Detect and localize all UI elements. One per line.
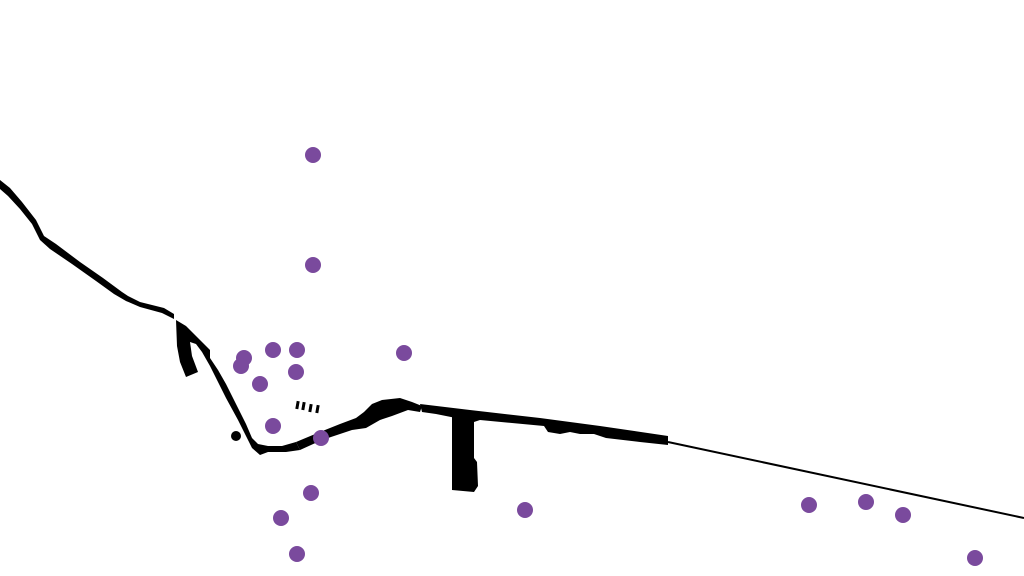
- map-marker[interactable]: [233, 358, 249, 374]
- map-marker[interactable]: [517, 502, 533, 518]
- map-marker[interactable]: [801, 497, 817, 513]
- map-marker[interactable]: [265, 418, 281, 434]
- marker-layer[interactable]: [233, 147, 983, 566]
- dock-mark: [315, 404, 320, 414]
- map-marker[interactable]: [396, 345, 412, 361]
- map-marker[interactable]: [273, 510, 289, 526]
- dock-mark: [308, 403, 313, 413]
- pier: [452, 412, 478, 492]
- shoreline-hook: [176, 320, 300, 455]
- map-marker[interactable]: [895, 507, 911, 523]
- map-marker[interactable]: [858, 494, 874, 510]
- dock-mark: [301, 401, 306, 411]
- shoreline-segment-east: [420, 404, 668, 445]
- map-marker[interactable]: [265, 342, 281, 358]
- map-marker[interactable]: [289, 546, 305, 562]
- map-marker[interactable]: [313, 430, 329, 446]
- shoreline-layer: [0, 180, 1024, 519]
- map-marker[interactable]: [305, 147, 321, 163]
- dock-mark: [295, 400, 300, 410]
- map-marker[interactable]: [289, 342, 305, 358]
- map-marker[interactable]: [252, 376, 268, 392]
- map-marker[interactable]: [288, 364, 304, 380]
- small-island: [231, 431, 241, 441]
- shoreline-thin-line: [667, 441, 1024, 519]
- map-marker[interactable]: [303, 485, 319, 501]
- map-marker[interactable]: [967, 550, 983, 566]
- dock-marks: [295, 400, 320, 414]
- map-marker[interactable]: [305, 257, 321, 273]
- shoreline-segment-west: [0, 180, 174, 319]
